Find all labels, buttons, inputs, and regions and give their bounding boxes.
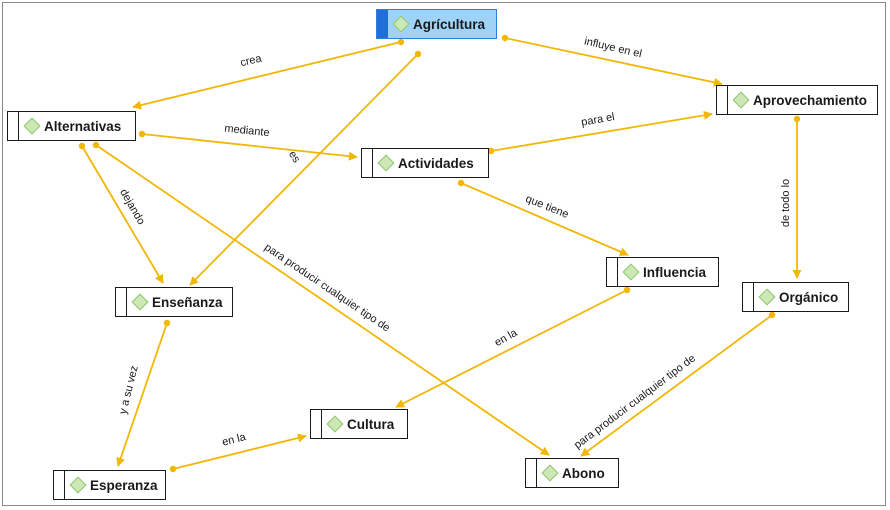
edge-producir-1[interactable] — [95, 144, 550, 456]
node-esperanza[interactable]: Esperanza — [53, 470, 166, 500]
node-label: Esperanza — [90, 477, 158, 493]
edge-dejando[interactable] — [81, 145, 164, 284]
node-label: Orgánico — [779, 289, 839, 305]
diamond-concept-icon — [622, 263, 640, 281]
edge-source-dot — [78, 142, 86, 150]
diamond-concept-icon — [23, 117, 41, 135]
diamond-concept-icon — [69, 476, 87, 494]
edge-influye[interactable] — [504, 37, 723, 87]
node-influencia[interactable]: Influencia — [606, 257, 719, 287]
diamond-concept-icon — [392, 15, 410, 33]
node-handle — [54, 471, 65, 499]
node-handle — [8, 112, 19, 140]
diamond-concept-icon — [377, 154, 395, 172]
diamond-concept-icon — [326, 415, 344, 433]
edge-label-producir-2: para producir cualquier tipo de — [572, 352, 698, 451]
edge-label-de-todo-lo: de todo lo — [780, 179, 792, 227]
node-label: Actividades — [398, 155, 474, 171]
edge-label-producir-1: para producir cualquier tipo de — [262, 241, 392, 334]
edge-source-dot — [397, 38, 405, 46]
edge-label-dejando: dejando — [117, 187, 147, 227]
edge-source-dot — [92, 141, 100, 149]
edge-en-la-2[interactable] — [172, 433, 307, 470]
edge-label-crea: crea — [239, 52, 263, 69]
edge-que-tiene[interactable] — [460, 182, 629, 256]
edge-label-para-el: para el — [580, 111, 615, 129]
edge-para-el[interactable] — [490, 110, 713, 152]
node-handle — [362, 149, 373, 177]
node-handle — [743, 283, 754, 311]
node-organico[interactable]: Orgánico — [742, 282, 849, 312]
node-handle — [717, 86, 728, 114]
node-label: Alternativas — [44, 118, 122, 134]
edge-source-dot — [793, 115, 801, 123]
diamond-concept-icon — [541, 464, 559, 482]
node-actividades[interactable]: Actividades — [361, 148, 489, 178]
edge-source-dot — [623, 286, 631, 294]
node-label: Cultura — [347, 416, 395, 432]
edge-source-dot — [768, 311, 776, 319]
node-label: Influencia — [643, 264, 707, 280]
edge-label-que-tiene: que tiene — [524, 193, 570, 221]
edge-source-dot — [163, 319, 171, 327]
edge-source-dot — [487, 147, 495, 155]
node-cultura[interactable]: Cultura — [310, 409, 408, 439]
edge-source-dot — [169, 465, 177, 473]
node-label: Aprovechamiento — [753, 92, 868, 108]
node-handle — [377, 10, 388, 38]
edge-y-a-su-vez[interactable] — [116, 322, 168, 467]
node-label: Agrícultura — [413, 16, 486, 32]
edge-en-la-1[interactable] — [395, 289, 628, 408]
node-label: Enseñanza — [152, 294, 223, 310]
edge-source-dot — [414, 50, 422, 58]
edge-source-dot — [501, 34, 509, 42]
edge-label-mediante: mediante — [224, 123, 270, 140]
diamond-concept-icon — [131, 293, 149, 311]
edge-label-en-la-2: en la — [221, 431, 248, 449]
node-label: Abono — [562, 465, 605, 481]
node-handle — [311, 410, 322, 438]
edge-es[interactable] — [189, 53, 419, 286]
node-handle — [607, 258, 618, 286]
node-ensenanza[interactable]: Enseñanza — [115, 287, 233, 317]
node-handle — [526, 459, 537, 487]
node-handle — [116, 288, 127, 316]
node-aprovechamiento[interactable]: Aprovechamiento — [716, 85, 878, 115]
edge-source-dot — [457, 179, 465, 187]
edge-mediante[interactable] — [141, 133, 358, 161]
node-alternativas[interactable]: Alternativas — [7, 111, 136, 141]
edge-producir-2[interactable] — [580, 314, 773, 457]
edge-source-dot — [138, 130, 146, 138]
diamond-concept-icon — [758, 288, 776, 306]
edge-crea[interactable] — [132, 41, 402, 110]
node-agricultura[interactable]: Agrícultura — [376, 9, 497, 39]
node-abono[interactable]: Abono — [525, 458, 619, 488]
diamond-concept-icon — [732, 91, 750, 109]
